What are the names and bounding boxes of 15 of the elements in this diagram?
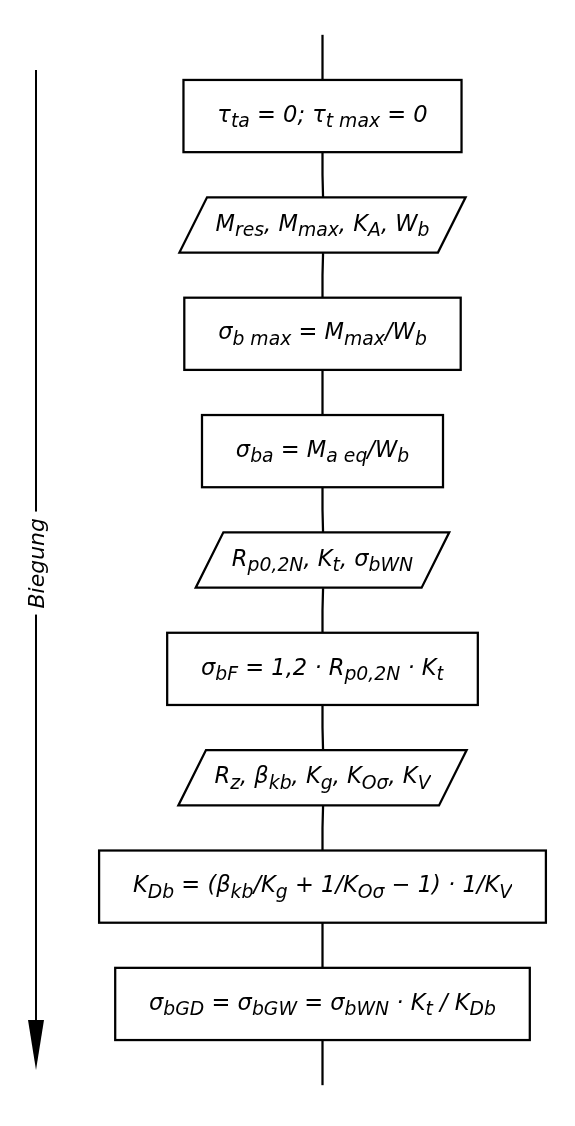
connector bbox=[321, 922, 324, 968]
connector bbox=[321, 588, 325, 633]
connector bbox=[321, 1040, 324, 1086]
connector bbox=[321, 152, 325, 198]
connector bbox=[321, 369, 324, 416]
node-box: σ$_{ba}$ = M$_{a eq}$/W$_{b}$ bbox=[200, 413, 445, 489]
connector bbox=[321, 487, 325, 533]
connector bbox=[321, 253, 325, 298]
node-box: σ$_{bF}$ = 1,2 · R$_{p0,2N}$ · K$_{t}$ bbox=[166, 631, 479, 707]
connector bbox=[321, 34, 324, 80]
connector bbox=[321, 805, 325, 851]
node-box: σ$_{bGD}$ = σ$_{bGW}$ = σ$_{bWN}$ · K$_{t}$ / K$_{Db}$ bbox=[114, 966, 531, 1042]
node-box: τ$_{ta}$ = 0; τ$_{t max}$ = 0 bbox=[182, 78, 463, 154]
node-box: σ$_{b max}$ = M$_{max}$/W$_{b}$ bbox=[183, 296, 462, 372]
connector bbox=[321, 704, 325, 751]
